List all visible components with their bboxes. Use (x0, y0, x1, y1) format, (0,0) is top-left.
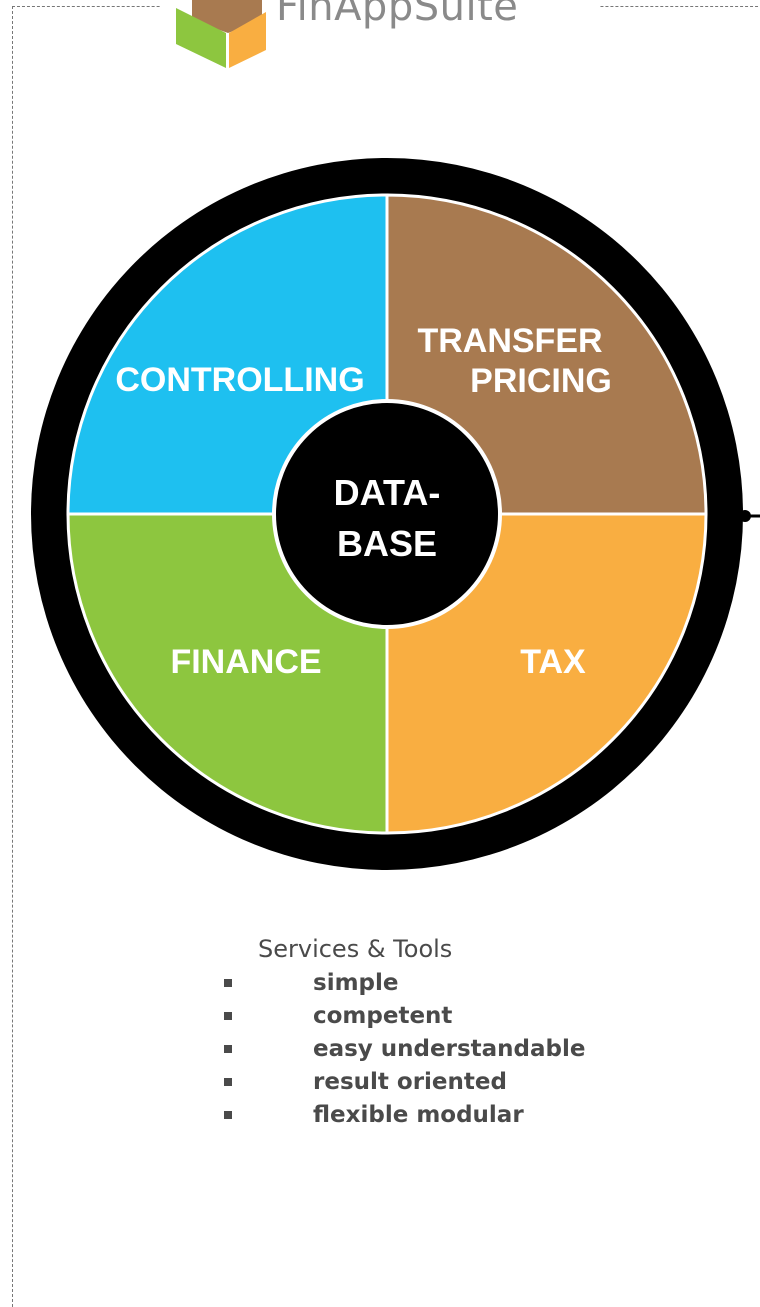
bullet-icon (224, 1111, 232, 1119)
list-item-text: flexible modular (313, 1102, 524, 1128)
center-database[interactable] (272, 399, 502, 629)
list-item: simple (224, 967, 585, 1000)
bullet-icon (224, 1045, 232, 1053)
list-item-text: result oriented (313, 1069, 507, 1095)
bullet-icon (224, 979, 232, 987)
logo-text: FinAppSuite (276, 0, 519, 30)
label-base: BASE (337, 523, 437, 564)
label-tax: TAX (520, 643, 586, 681)
label-data: DATA- (334, 472, 441, 513)
cube-icon (176, 0, 266, 68)
label-pricing: PRICING (470, 362, 612, 400)
bullet-icon (224, 1012, 232, 1020)
label-controlling: CONTROLLING (115, 361, 364, 399)
list-item: flexible modular (224, 1099, 585, 1132)
bullet-icon (224, 1078, 232, 1086)
list-item-text: competent (313, 1003, 453, 1029)
services-title: Services & Tools (258, 935, 453, 963)
list-item: competent (224, 1000, 585, 1033)
list-item-text: easy understandable (313, 1036, 586, 1062)
label-finance: FINANCE (170, 643, 321, 681)
list-item: easy understandable (224, 1033, 586, 1066)
list-item: result oriented (224, 1066, 585, 1099)
list-item-text: simple (313, 970, 399, 996)
module-wheel: CONTROLLING TRANSFER PRICING FINANCE TAX… (31, 0, 760, 870)
services-list: Services & Tools simple competent easy u… (224, 935, 586, 1132)
label-transfer: TRANSFER (417, 322, 602, 360)
